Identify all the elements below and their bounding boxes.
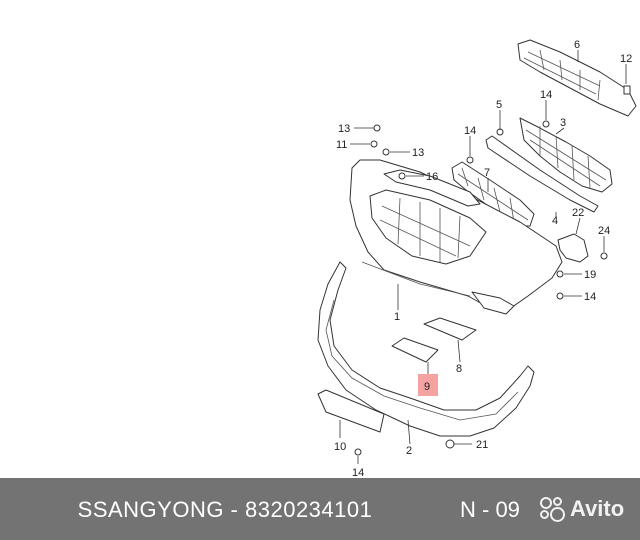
callout-6: 6 [574,39,580,51]
callout-5: 5 [496,99,502,111]
leader-lines [339,50,627,464]
callout-14: 14 [464,125,476,137]
callout-13: 13 [412,147,424,159]
part-8-cover [423,317,477,341]
part-6-absorber [517,39,637,117]
part-1-bumper-cover [349,159,563,315]
callout-10: 10 [334,441,346,453]
callout-11: 11 [336,139,347,151]
fasteners [354,120,608,456]
callout-13: 13 [338,123,350,135]
part-number-caption: SSANGYONG - 8320234101 [77,497,373,522]
callout-14: 14 [352,467,364,478]
callout-14: 14 [584,291,596,303]
callout-24: 24 [598,225,610,237]
highlight-box-9 [418,374,438,396]
callout-1: 1 [394,311,400,323]
callout-labels: 6 12 5 14 3 13 11 14 13 16 7 4 22 24 19 … [334,39,632,478]
part-22-bracket [557,233,589,263]
avito-watermark-text: Avito [570,496,625,521]
bumper-exploded-diagram: 6 12 5 14 3 13 11 14 13 16 7 4 22 24 19 … [317,39,637,478]
part-10-bracket [317,389,385,433]
callout-14: 14 [540,89,552,101]
part-2-lower-lip [317,261,535,437]
diagram-page-ref: N - 09 [460,497,520,522]
avito-watermark: Avito [538,494,624,524]
part-7-grille [451,161,535,227]
callout-8: 8 [456,363,462,375]
callout-12: 12 [620,53,632,65]
part-4-strip [485,135,599,213]
part-9-cover [391,337,439,363]
callout-3: 3 [560,117,566,129]
part-12-clip [623,85,631,95]
avito-logo-icon [538,495,566,523]
callout-2: 2 [406,445,412,457]
callout-19: 19 [584,269,596,281]
part-3-grille [519,117,613,193]
callout-7: 7 [484,167,490,179]
callout-21: 21 [476,439,488,451]
caption-bar: SSANGYONG - 8320234101 N - 09 Avito [0,478,640,540]
callout-4: 4 [552,215,558,227]
callout-16: 16 [426,171,438,183]
callout-9: 9 [424,381,430,393]
callout-22: 22 [572,207,584,219]
